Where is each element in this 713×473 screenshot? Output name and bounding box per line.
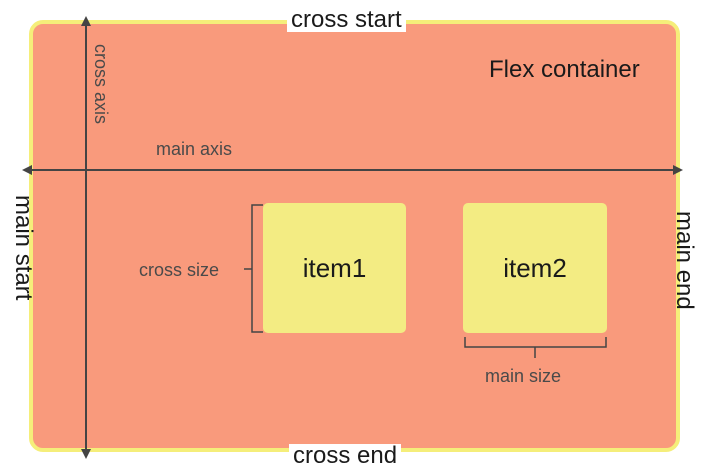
main-end-label: main end	[671, 211, 698, 310]
cross-size-bracket	[244, 204, 263, 333]
flex-item-1-label: item1	[302, 252, 367, 283]
main-axis-label: main axis	[156, 139, 233, 159]
main-size-bracket	[464, 337, 607, 358]
flex-item-1: item1	[263, 203, 406, 333]
flex-item-2-label: item2	[503, 252, 567, 283]
flex-container-title: Flex container	[489, 56, 640, 83]
main-start-label: main start	[10, 195, 37, 301]
cross-size-label: cross size	[139, 260, 220, 280]
cross-start-label: cross start	[287, 8, 406, 32]
cross-end-label: cross end	[289, 444, 402, 468]
cross-axis-label: cross axis	[91, 44, 111, 125]
flex-item-2: item2	[463, 203, 607, 333]
main-size-label: main size	[485, 366, 562, 386]
